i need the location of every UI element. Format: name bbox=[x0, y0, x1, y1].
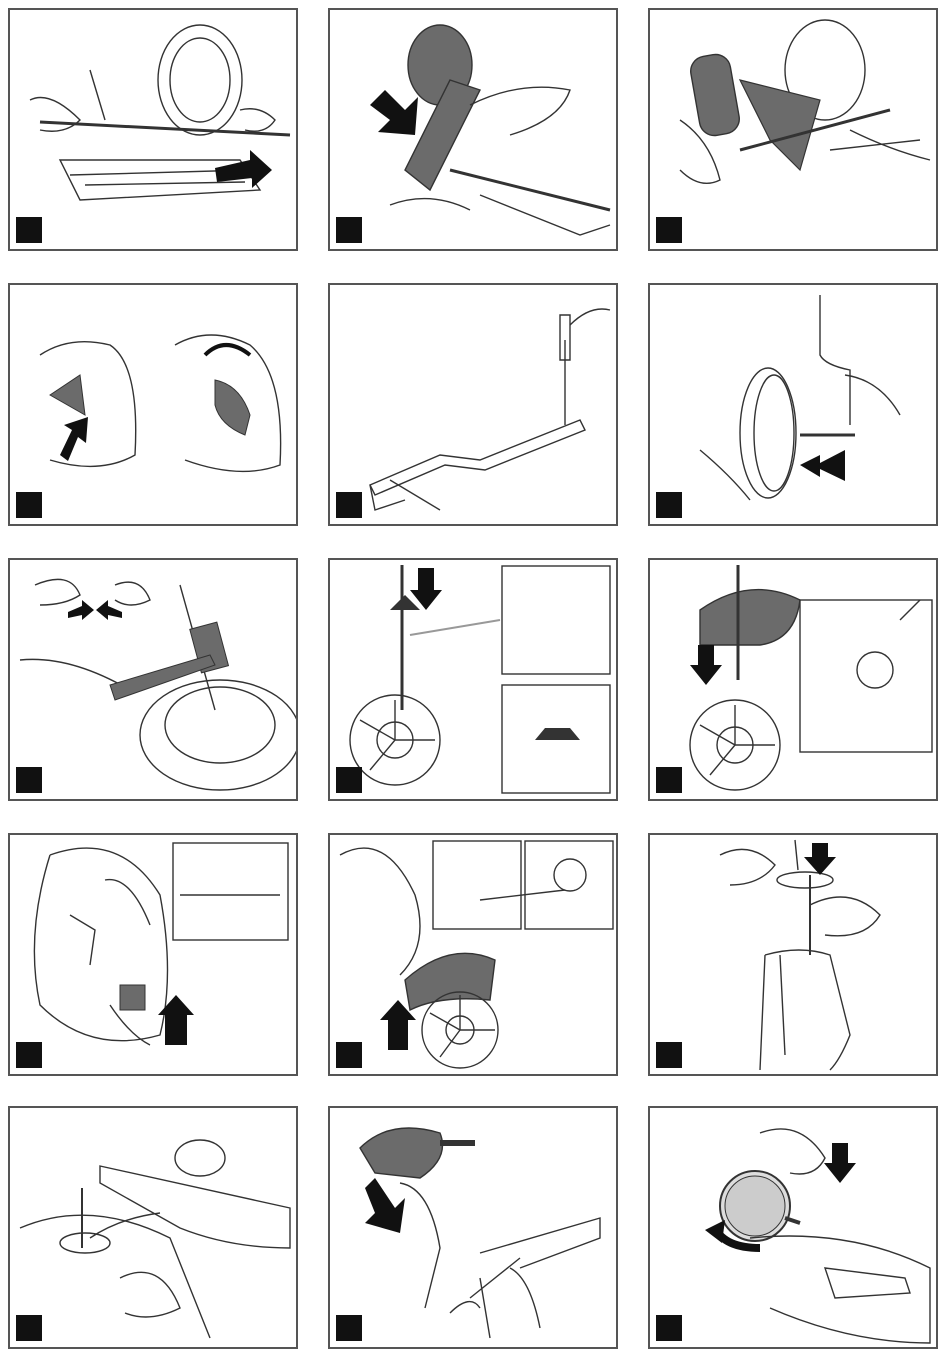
instruction-panel-7 bbox=[8, 558, 298, 801]
instruction-panel-12 bbox=[648, 833, 938, 1076]
step-badge bbox=[16, 767, 42, 793]
instruction-panel-5 bbox=[328, 283, 618, 526]
arrow-icon bbox=[804, 843, 836, 875]
bracket-illustration bbox=[330, 10, 616, 249]
arrow-icon bbox=[205, 345, 250, 355]
training-wheel-illustration bbox=[650, 10, 936, 249]
instruction-panel-2 bbox=[328, 8, 618, 251]
front-fender-illustration bbox=[650, 560, 936, 799]
step-badge bbox=[656, 1315, 682, 1341]
step-badge bbox=[16, 1315, 42, 1341]
instruction-panel-4 bbox=[8, 283, 298, 526]
arrow-icon bbox=[370, 90, 418, 135]
instruction-panel-13 bbox=[8, 1106, 298, 1349]
instruction-panel-6 bbox=[648, 283, 938, 526]
arrow-icon bbox=[365, 1178, 405, 1233]
handlebar-wiring-illustration bbox=[10, 1108, 296, 1347]
arrow-icon bbox=[690, 645, 722, 685]
arrow-icon bbox=[96, 600, 122, 620]
step-badge bbox=[336, 1315, 362, 1341]
step-badge bbox=[16, 1042, 42, 1068]
step-badge bbox=[656, 1042, 682, 1068]
step-badge bbox=[336, 492, 362, 518]
instruction-panel-9 bbox=[648, 558, 938, 801]
arrow-icon bbox=[824, 1143, 856, 1183]
arrow-icon bbox=[800, 450, 845, 481]
instruction-panel-14 bbox=[328, 1106, 618, 1349]
fork-screw-illustration bbox=[330, 285, 616, 524]
instruction-panel-8 bbox=[328, 558, 618, 801]
arrow-icon bbox=[410, 568, 442, 610]
arrow-icon bbox=[68, 600, 94, 620]
rear-axle-illustration bbox=[10, 10, 296, 249]
step-badge bbox=[656, 217, 682, 243]
hammer-illustration bbox=[10, 560, 296, 799]
step-badge bbox=[336, 767, 362, 793]
mirror-illustration bbox=[650, 1108, 936, 1347]
arrow-icon bbox=[60, 417, 88, 461]
step-badge bbox=[336, 217, 362, 243]
body-fork-illustration bbox=[330, 835, 616, 1074]
step-badge bbox=[656, 492, 682, 518]
steering-column-illustration bbox=[650, 835, 936, 1074]
step-badge bbox=[16, 492, 42, 518]
step-badge bbox=[16, 217, 42, 243]
fork-collar-illustration bbox=[330, 560, 616, 799]
front-wheel-axle-illustration bbox=[650, 285, 936, 524]
instruction-panel-3 bbox=[648, 8, 938, 251]
front-light-illustration bbox=[10, 835, 296, 1074]
instruction-panel-15 bbox=[648, 1106, 938, 1349]
step-badge bbox=[656, 767, 682, 793]
side-cover-illustration bbox=[10, 285, 296, 524]
step-badge bbox=[336, 1042, 362, 1068]
instruction-panel-1 bbox=[8, 8, 298, 251]
handlebar-screw-illustration bbox=[330, 1108, 616, 1347]
instruction-panel-11 bbox=[328, 833, 618, 1076]
instruction-panel-10 bbox=[8, 833, 298, 1076]
